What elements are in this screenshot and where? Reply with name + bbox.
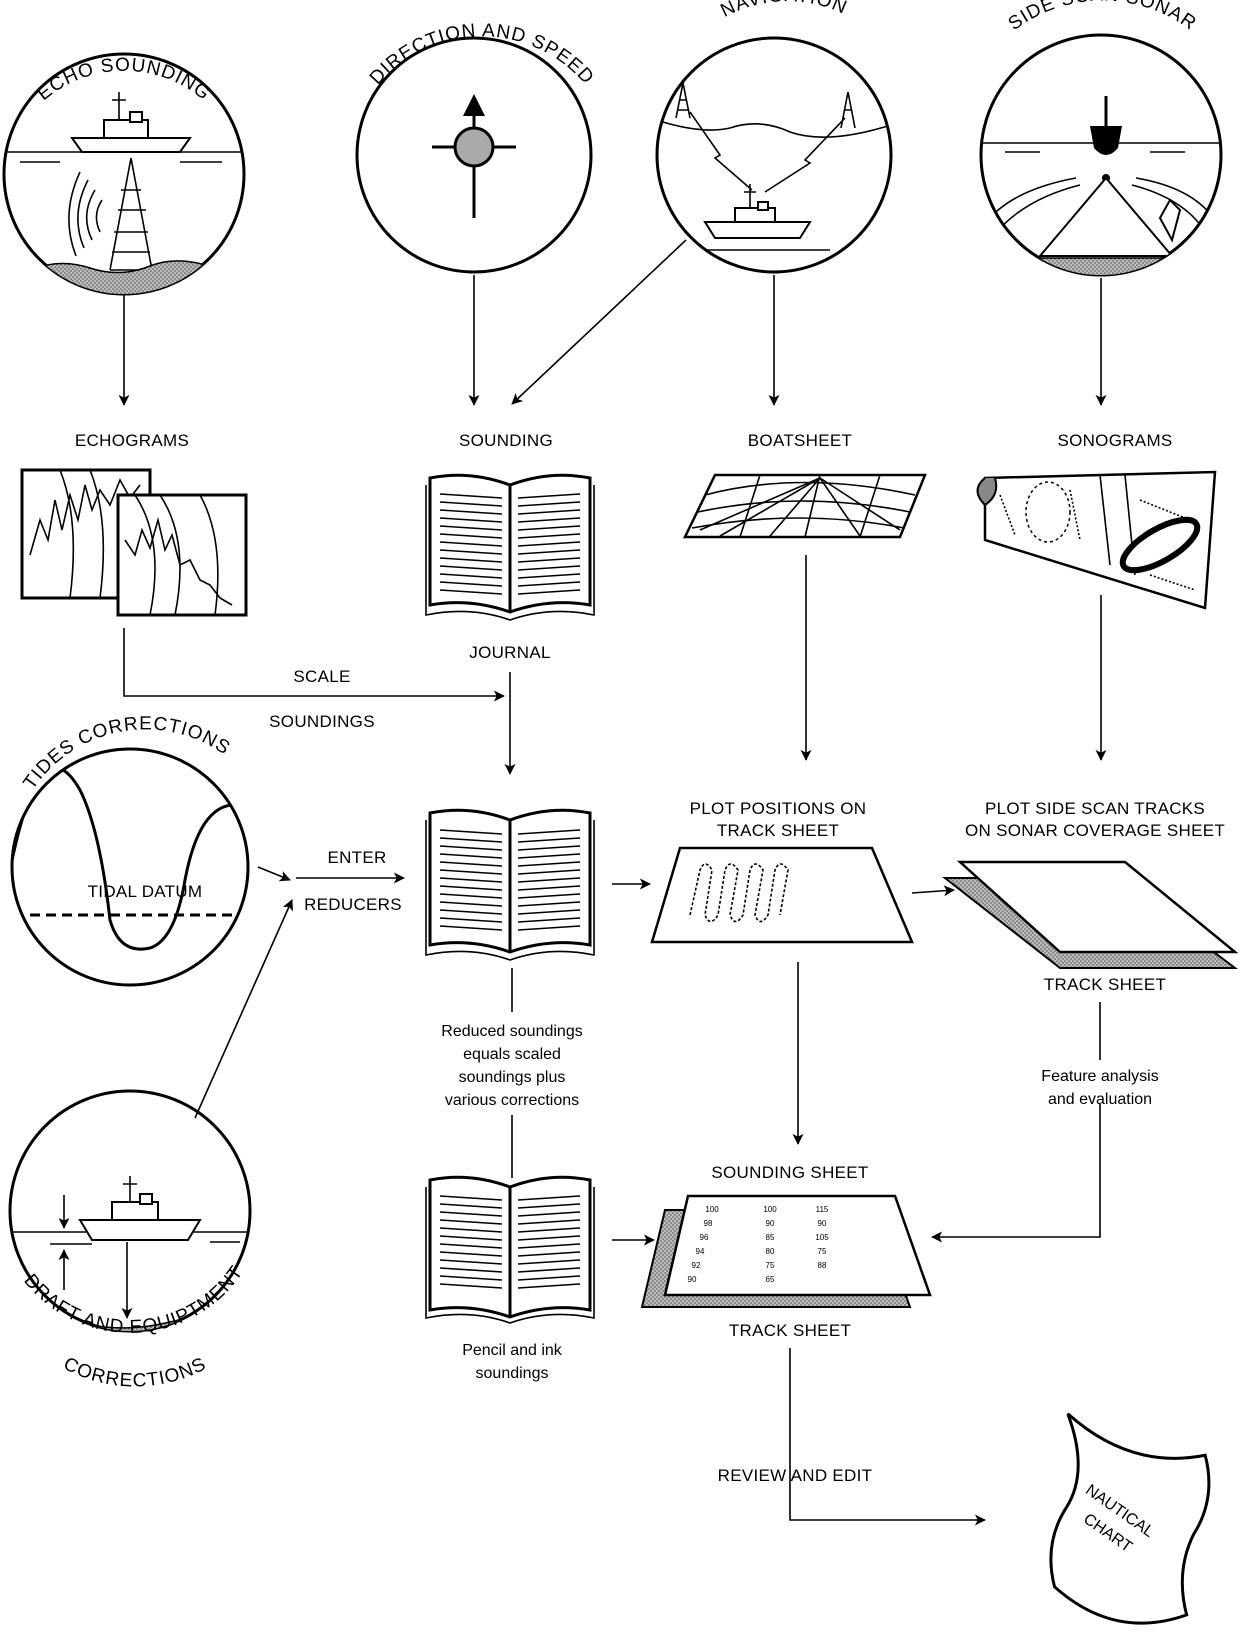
sounding-label: SOUNDING — [459, 431, 553, 450]
top-arrows — [118, 239, 1107, 406]
sounding-value: 115 — [816, 1205, 829, 1214]
track-sheet-positions-graphic — [650, 846, 914, 944]
reduced-line3: soundings plus — [459, 1069, 566, 1086]
side-scan-sonar-title: SIDE SCAN SONAR — [1005, 0, 1201, 35]
antenna-tower-left-icon — [675, 82, 691, 119]
side-scan-sonar-circle: SIDE SCAN SONAR — [979, 0, 1223, 277]
sonograms-graphic — [976, 470, 1217, 610]
sounding-value: 92 — [692, 1261, 701, 1270]
sounding-value: 90 — [688, 1275, 697, 1284]
sounding-value: 105 — [815, 1233, 829, 1242]
feature-to-sounding-arrow — [931, 1104, 1101, 1243]
sounding-sheet-label: SOUNDING SHEET — [711, 1163, 868, 1182]
sounding-value: 100 — [763, 1205, 777, 1214]
scale-soundings-arrow — [123, 628, 505, 702]
sounding-value: 90 — [766, 1219, 775, 1228]
sonograms-label: SONOGRAMS — [1057, 431, 1172, 450]
compass-icon — [453, 126, 495, 168]
sounding-value: 80 — [766, 1247, 775, 1256]
soundings-label: SOUNDINGS — [269, 712, 375, 731]
pencil-line1: Pencil and ink — [462, 1342, 563, 1359]
plot-positions-line2: TRACK SHEET — [717, 821, 839, 840]
draft-equipment-title: DRAFT AND EQUIPTMENT — [20, 1262, 248, 1338]
reduced-line2: equals scaled — [463, 1046, 561, 1063]
sounding-value: 75 — [766, 1261, 775, 1270]
reduced-line1: Reduced soundings — [441, 1023, 582, 1040]
review-edit-arrow — [789, 1348, 986, 1526]
tides-corrections-circle: TIDAL DATUM TIDES CORRECTIONS — [10, 713, 250, 987]
tidal-datum-label: TIDAL DATUM — [88, 882, 203, 901]
echograms-label: ECHOGRAMS — [75, 431, 189, 450]
track-sheet-label-2: TRACK SHEET — [729, 1321, 851, 1340]
journal-label: JOURNAL — [469, 643, 550, 662]
reducers-label: REDUCERS — [304, 895, 402, 914]
sounding-value: 94 — [696, 1247, 705, 1256]
draft-to-reducers-arrow — [194, 899, 293, 1119]
scale-label: SCALE — [293, 667, 350, 686]
draft-equipment-circle: DRAFT AND EQUIPTMENT CORRECTIONS — [8, 1089, 252, 1392]
journal-book-2 — [425, 808, 595, 961]
navigation-circle: NAVIGATION — [655, 0, 893, 274]
enter-label: ENTER — [327, 848, 386, 867]
direction-speed-circle: DIRECTION AND SPEED — [355, 20, 597, 274]
pencil-line2: soundings — [476, 1365, 549, 1382]
journal-book-1 — [425, 473, 595, 621]
sounding-value: 90 — [818, 1219, 827, 1228]
sounding-sheet-graphic: 100 98 96 94 92 90 100 90 85 80 75 65 115 90 105 75 88 — [640, 1194, 932, 1308]
sounding-value: 75 — [818, 1247, 827, 1256]
sounding-value: 100 — [705, 1205, 719, 1214]
sounding-value: 65 — [766, 1275, 775, 1284]
echo-sounding-title: ECHO SOUNDING — [34, 55, 215, 105]
sounding-value: 85 — [766, 1233, 775, 1242]
echo-sounding-circle: ECHO SOUNDING — [2, 52, 246, 296]
plot-positions-line1: PLOT POSITIONS ON — [690, 799, 867, 818]
tides-arrow — [257, 866, 291, 882]
plot-side-scan-line2: ON SONAR COVERAGE SHEET — [965, 821, 1225, 840]
navigation-title: NAVIGATION — [717, 0, 850, 22]
track-sheet-label-1: TRACK SHEET — [1044, 975, 1166, 994]
sounding-value: 96 — [700, 1233, 709, 1242]
sounding-value: 88 — [818, 1261, 827, 1270]
pencil-ink-book — [425, 1175, 595, 1324]
boatsheet-graphic — [683, 473, 927, 539]
sounding-value: 98 — [704, 1219, 713, 1228]
feature-line1: Feature analysis — [1041, 1068, 1158, 1085]
track-to-coverage-arrow — [911, 885, 955, 897]
nautical-chart-graphic: NAUTICAL CHART — [1049, 1412, 1211, 1625]
sonar-coverage-sheet-graphic — [942, 860, 1239, 969]
review-edit-label: REVIEW AND EDIT — [718, 1466, 873, 1485]
echograms-graphic — [20, 468, 248, 617]
plot-side-scan-line1: PLOT SIDE SCAN TRACKS — [985, 799, 1205, 818]
feature-line2: and evaluation — [1048, 1091, 1152, 1108]
tides-corrections-title: TIDES CORRECTIONS — [20, 713, 235, 793]
corrections-title: CORRECTIONS — [60, 1353, 210, 1391]
antenna-tower-right-icon — [840, 91, 856, 129]
boatsheet-label: BOATSHEET — [748, 431, 852, 450]
reduced-line4: various corrections — [445, 1092, 579, 1109]
